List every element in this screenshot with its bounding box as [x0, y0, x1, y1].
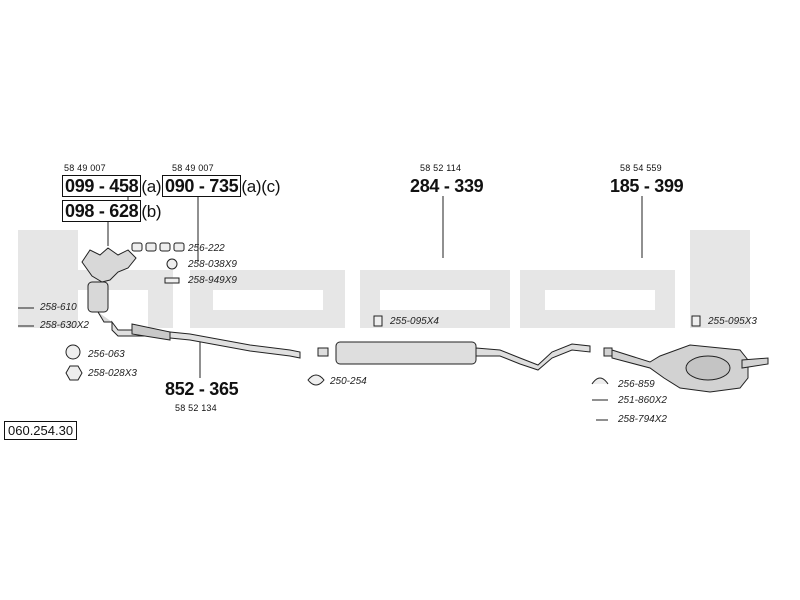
small-part-label[interactable]: 250-254	[330, 376, 367, 387]
ref-manifold-c: 58 49 007	[172, 163, 214, 173]
part-number: 090 - 735	[162, 175, 242, 197]
part-suffix: (a)(c)	[241, 177, 281, 196]
small-part-label[interactable]: 258-949X9	[188, 275, 237, 286]
small-part-label[interactable]: 255-095X4	[390, 316, 439, 327]
ref-middle-silencer: 58 52 114	[420, 163, 462, 173]
part-manifold-a[interactable]: 099 - 458(a)	[62, 175, 162, 197]
manifold-drawing	[81, 247, 137, 323]
small-part-label[interactable]: 251-860X2	[618, 395, 667, 406]
small-part-label[interactable]: 258-630X2	[40, 320, 89, 331]
part-front-pipe[interactable]: 852 - 365	[165, 379, 239, 399]
part-number: 098 - 628	[62, 200, 142, 222]
ref-front-pipe: 58 52 134	[175, 403, 217, 413]
small-part-label[interactable]: 258-038X9	[188, 259, 237, 270]
diagram-id: 060.254.30	[4, 421, 78, 440]
rear-silencer-drawing	[603, 344, 769, 393]
ref-manifold-a: 58 49 007	[64, 163, 106, 173]
part-manifold-c[interactable]: 090 - 735(a)(c)	[162, 175, 281, 197]
small-part-label[interactable]: 258-610	[40, 302, 77, 313]
part-rear-silencer[interactable]: 185 - 399	[610, 176, 684, 196]
part-suffix: (a)	[141, 177, 162, 196]
small-part-label[interactable]: 256-859	[618, 379, 655, 390]
part-middle-silencer[interactable]: 284 - 339	[410, 176, 484, 196]
middle-silencer-drawing	[317, 341, 591, 371]
part-manifold-b[interactable]: 098 - 628(b)	[62, 200, 162, 222]
front-pipe-drawing	[111, 320, 301, 359]
small-part-label[interactable]: 258-794X2	[618, 414, 667, 425]
ref-rear-silencer: 58 54 559	[620, 163, 662, 173]
part-suffix: (b)	[141, 202, 162, 221]
small-part-label[interactable]: 256-222	[188, 243, 225, 254]
part-number: 099 - 458	[62, 175, 142, 197]
small-part-label[interactable]: 258-028X3	[88, 368, 137, 379]
small-part-label[interactable]: 255-095X3	[708, 316, 757, 327]
small-part-label[interactable]: 256-063	[88, 349, 125, 360]
